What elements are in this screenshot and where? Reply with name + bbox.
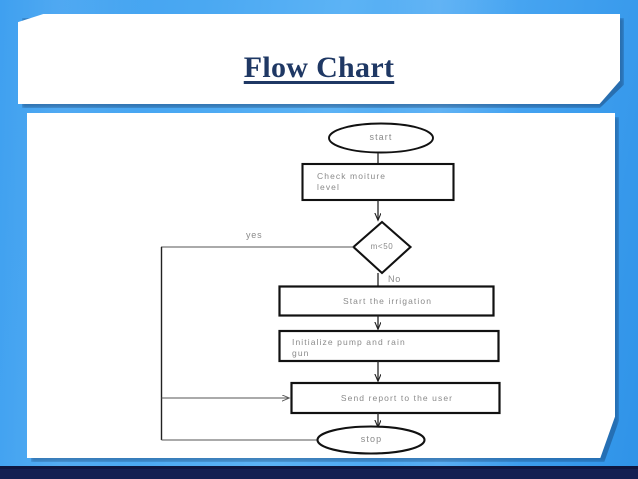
- flowchart: start Check moiture level m<50 yes No St…: [27, 113, 615, 458]
- node-stop-shape: [316, 425, 426, 455]
- page-title: Flow Chart: [243, 51, 395, 84]
- slide-footer-band: [0, 466, 638, 479]
- flowchart-svg: [160, 122, 501, 455]
- node-report-shape: [290, 381, 501, 415]
- node-decision-shape: [351, 220, 413, 275]
- content-panel: start Check moiture level m<50 yes No St…: [27, 113, 615, 458]
- title-bar: Flow Chart: [18, 14, 620, 104]
- node-start-shape: [328, 122, 434, 154]
- node-irrigation-shape: [278, 285, 495, 317]
- node-pump-shape: [278, 329, 500, 363]
- slide-footer-accent: [0, 466, 638, 469]
- node-check-shape: [301, 162, 455, 202]
